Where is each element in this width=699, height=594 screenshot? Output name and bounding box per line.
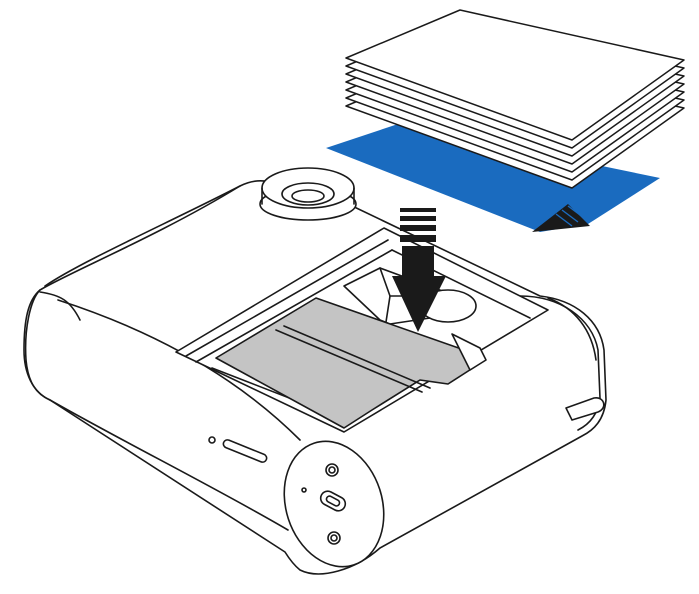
tray-tab [451,333,487,371]
calibration-sheet [326,124,660,232]
end-cap [283,440,385,568]
usb-c-port-inner [325,495,341,507]
right-end-inner [547,297,597,361]
bay-inner-rim-back [185,239,389,357]
end-cap-button-bottom-inner [330,534,338,542]
tray-groove-2 [283,325,431,389]
end-cap-button-top-inner [328,466,336,474]
front-panel [208,436,268,463]
triangle-arrow-icon-stripes [555,205,585,227]
arrow-stripe-2 [400,216,436,221]
ring-hole [291,189,325,203]
paper-output-slot [222,439,268,463]
down-arrow-icon [392,208,446,332]
top-ring [259,167,357,221]
housing-top-edge [44,185,241,287]
arrow-stripe-4 [400,235,436,242]
arrow-stripe-1 [400,208,436,212]
feed-block-side [385,295,391,323]
housing-bottom-line [49,399,289,531]
indicator-light [208,436,216,444]
housing-front-face-line-2 [39,291,81,321]
paper-tray [215,297,477,429]
tray-groove-1 [275,329,423,393]
arrow-stripe-3 [400,225,436,231]
end-cap-button-top[interactable] [325,463,339,477]
arrow-shaft-head [392,246,446,332]
photo-paper-sheet [345,9,685,141]
calibration-sheet-group [326,124,660,232]
end-cap-button-bottom[interactable] [327,531,341,545]
housing-right-end [519,295,601,431]
side-latch[interactable] [565,397,605,421]
end-cap-pinhole [301,487,307,493]
bay-inner-rim-back-2 [195,249,393,363]
housing-front-face-line [57,299,301,441]
usb-c-port[interactable] [318,489,348,514]
housing-left-end [24,289,51,401]
photo-paper-stack [345,9,685,189]
